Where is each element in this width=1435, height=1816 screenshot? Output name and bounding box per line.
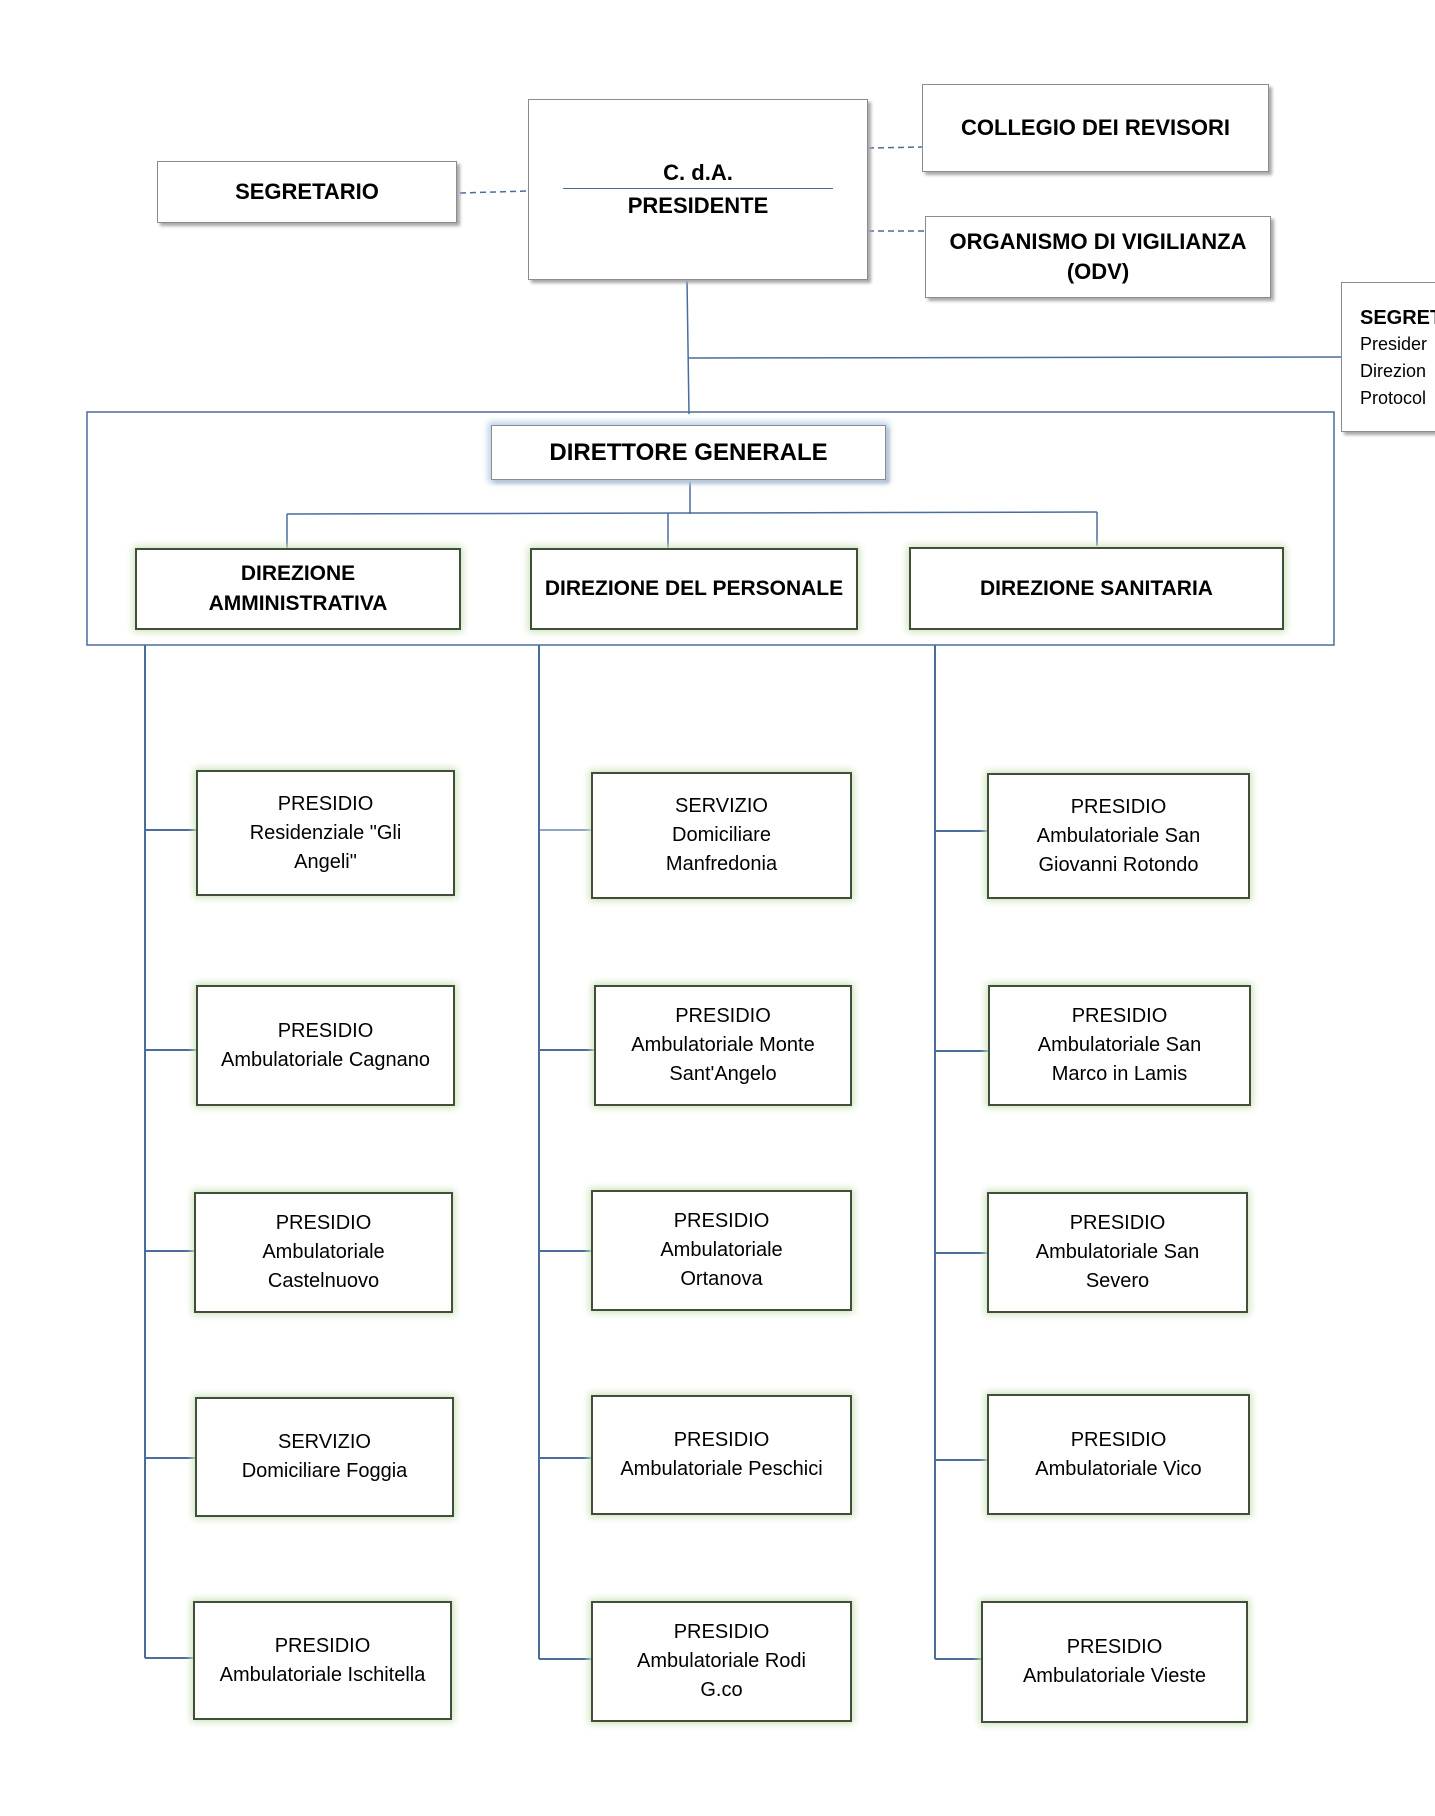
unit-box: PRESIDIO Ambulatoriale Monte Sant'Angelo bbox=[594, 985, 852, 1106]
unit-line: Ambulatoriale Rodi bbox=[637, 1650, 806, 1672]
unit-line: PRESIDIO bbox=[1066, 1636, 1163, 1658]
unit-line: PRESIDIO bbox=[673, 1621, 770, 1643]
cda-divider bbox=[563, 187, 833, 190]
unit-line: PRESIDIO bbox=[1070, 1428, 1167, 1451]
direzione-personale-label: DIREZIONE DEL PERSONALE bbox=[544, 577, 844, 600]
unit-line: Sant'Angelo bbox=[669, 1063, 777, 1085]
unit-line: PRESIDIO bbox=[673, 1429, 770, 1451]
direzione-amministrativa-label-2: AMMINISTRATIVA bbox=[208, 592, 388, 615]
presidente-label: PRESIDENTE bbox=[627, 193, 769, 219]
unit-box: PRESIDIO Ambulatoriale Vieste bbox=[981, 1601, 1248, 1723]
unit-box: PRESIDIO Ambulatoriale San Severo bbox=[987, 1192, 1248, 1313]
unit-line: Ambulatoriale Cagnano bbox=[220, 1048, 431, 1071]
unit-line: Ambulatoriale Peschici bbox=[620, 1458, 823, 1480]
unit-line: PRESIDIO bbox=[1071, 1005, 1168, 1027]
segreteria-line-3: Protocol bbox=[1360, 388, 1427, 408]
segretario-label: SEGRETARIO bbox=[235, 179, 379, 204]
unit-line: Manfredonia bbox=[665, 853, 778, 875]
unit-line: PRESIDIO bbox=[673, 1210, 770, 1232]
link-cda-dg bbox=[686, 279, 690, 415]
unit-line: PRESIDIO bbox=[275, 1212, 372, 1234]
unit-line: Castelnuovo bbox=[267, 1270, 380, 1292]
unit-line: Ambulatoriale San bbox=[1035, 1241, 1200, 1263]
unit-line: Ambulatoriale San bbox=[1037, 1034, 1202, 1056]
unit-box: PRESIDIO Ambulatoriale Rodi G.co bbox=[591, 1601, 852, 1722]
unit-box: SERVIZIO Domiciliare Manfredonia bbox=[591, 772, 852, 899]
segreteria-line-1: Presider bbox=[1360, 334, 1428, 354]
unit-box: SERVIZIO Domiciliare Foggia bbox=[195, 1397, 454, 1517]
unit-line: Ortanova bbox=[680, 1268, 763, 1290]
direzione-sanitaria-box: DIREZIONE SANITARIA bbox=[909, 547, 1284, 630]
unit-box: PRESIDIO Ambulatoriale Ischitella bbox=[193, 1601, 452, 1720]
unit-box: PRESIDIO Residenziale "Gli Angeli" bbox=[196, 770, 455, 896]
unit-box: PRESIDIO Ambulatoriale Vico bbox=[987, 1394, 1250, 1515]
organismo-label-2: (ODV) bbox=[1066, 259, 1130, 284]
unit-line: Severo bbox=[1085, 1270, 1150, 1292]
unit-box: PRESIDIO Ambulatoriale San Giovanni Roto… bbox=[987, 773, 1250, 899]
unit-line: Ambulatoriale Monte bbox=[631, 1034, 815, 1056]
organismo-label-1: ORGANISMO DI VIGILIANZA bbox=[949, 229, 1247, 254]
unit-line: PRESIDIO bbox=[675, 1005, 771, 1027]
direzione-amministrativa-label-1: DIREZIONE bbox=[240, 562, 356, 585]
direttore-generale-label: DIRETTORE GENERALE bbox=[549, 438, 828, 466]
unit-box: PRESIDIO Ambulatoriale Ortanova bbox=[591, 1190, 852, 1311]
unit-line: PRESIDIO bbox=[1069, 1212, 1166, 1234]
link-segretario bbox=[459, 190, 529, 194]
direzione-sanitaria-label: DIREZIONE SANITARIA bbox=[980, 576, 1213, 600]
collegio-label: COLLEGIO DEI REVISORI bbox=[961, 115, 1230, 140]
unit-line: Ambulatoriale San bbox=[1036, 824, 1201, 847]
unit-line: SERVIZIO bbox=[675, 795, 768, 817]
unit-line: PRESIDIO bbox=[277, 1019, 374, 1042]
direzioni-container bbox=[86, 411, 1335, 646]
unit-line: PRESIDIO bbox=[1070, 795, 1167, 818]
unit-line: Domiciliare Foggia bbox=[241, 1460, 408, 1482]
unit-line: Ambulatoriale bbox=[262, 1241, 385, 1263]
unit-line: PRESIDIO bbox=[277, 792, 374, 815]
unit-box: PRESIDIO Ambulatoriale Castelnuovo bbox=[194, 1192, 453, 1313]
unit-line: Ambulatoriale Vieste bbox=[1022, 1665, 1207, 1687]
unit-line: Ambulatoriale Ischitella bbox=[219, 1663, 426, 1686]
direzione-amministrativa-box: DIREZIONE AMMINISTRATIVA bbox=[135, 548, 461, 630]
direttore-generale-box: DIRETTORE GENERALE bbox=[491, 425, 886, 480]
link-segreteria bbox=[687, 356, 1342, 359]
cda-label: C. d.A. bbox=[663, 159, 733, 185]
segreteria-line-2: Direzion bbox=[1360, 361, 1427, 381]
segreteria-box: SEGRET Presider Direzion Protocol bbox=[1341, 282, 1435, 432]
unit-box: PRESIDIO Ambulatoriale Cagnano bbox=[196, 985, 455, 1106]
unit-line: Angeli" bbox=[294, 850, 357, 873]
unit-box: PRESIDIO Ambulatoriale San Marco in Lami… bbox=[988, 985, 1251, 1106]
unit-line: PRESIDIO bbox=[274, 1634, 371, 1657]
segreteria-title: SEGRET bbox=[1360, 307, 1435, 329]
link-collegio bbox=[867, 146, 923, 149]
unit-line: Giovanni Rotondo bbox=[1038, 853, 1199, 876]
unit-line: Residenziale "Gli bbox=[249, 821, 402, 844]
collegio-revisori-box: COLLEGIO DEI REVISORI bbox=[922, 84, 1269, 172]
unit-line: Marco in Lamis bbox=[1051, 1063, 1188, 1085]
unit-line: Ambulatoriale Vico bbox=[1035, 1457, 1202, 1480]
cda-presidente-box: C. d.A. PRESIDENTE bbox=[528, 99, 868, 280]
segretario-box: SEGRETARIO bbox=[157, 161, 457, 223]
unit-line: Ambulatoriale bbox=[660, 1239, 783, 1261]
unit-line: G.co bbox=[700, 1679, 743, 1701]
unit-line: Domiciliare bbox=[672, 824, 771, 846]
unit-line: SERVIZIO bbox=[278, 1431, 371, 1453]
organismo-vigilanza-box: ORGANISMO DI VIGILIANZA (ODV) bbox=[925, 216, 1271, 298]
direzione-personale-box: DIREZIONE DEL PERSONALE bbox=[530, 548, 858, 630]
unit-box: PRESIDIO Ambulatoriale Peschici bbox=[591, 1395, 852, 1515]
